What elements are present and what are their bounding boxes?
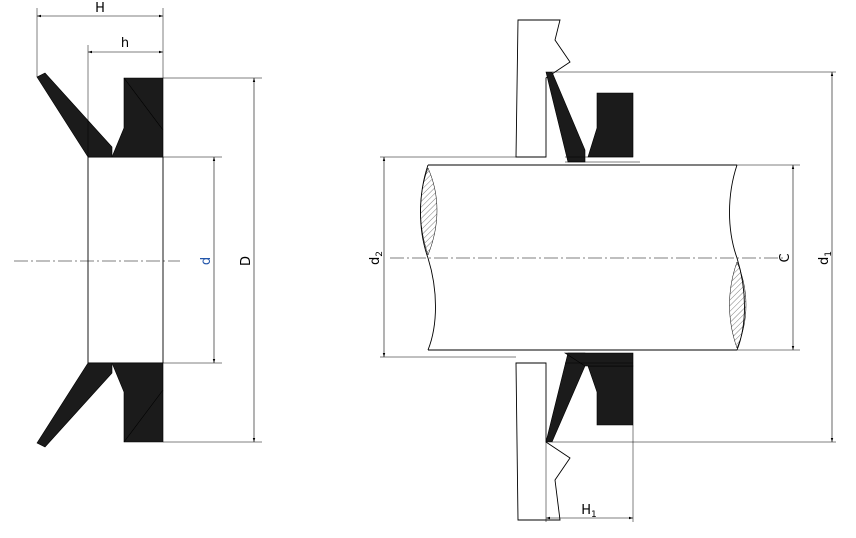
label-H: H <box>95 1 105 16</box>
dimension-D: D <box>239 78 256 442</box>
label-h: h <box>121 36 129 51</box>
dimension-d: d <box>199 157 216 363</box>
installed-seal-upper <box>545 71 640 163</box>
shaft <box>420 164 747 351</box>
seal-bore-outline <box>87 156 164 364</box>
dimension-h: h <box>88 36 163 54</box>
label-C: C <box>778 253 793 262</box>
right-extension-lines <box>380 71 836 522</box>
label-d2: d2 <box>368 251 385 265</box>
label-H1: H1 <box>581 503 597 520</box>
left-view: H h d D <box>14 1 262 448</box>
label-d1: d1 <box>817 251 834 265</box>
seal-lower-section <box>36 362 164 448</box>
dimension-d1: d1 <box>817 72 834 442</box>
left-extension-lines <box>36 8 262 443</box>
right-view: d2 C d1 H1 <box>368 19 836 522</box>
dimension-d2: d2 <box>368 157 386 357</box>
housing-wall <box>515 19 571 521</box>
label-d: d <box>199 257 214 265</box>
dimension-H1: H1 <box>546 503 633 520</box>
seal-upper-section <box>36 72 164 158</box>
label-D: D <box>239 256 254 266</box>
dimension-C: C <box>778 165 795 350</box>
shaft-break-right <box>729 261 747 349</box>
dimension-H: H <box>37 1 163 18</box>
shaft-break-left <box>420 167 438 256</box>
installed-seal-lower <box>545 352 634 443</box>
